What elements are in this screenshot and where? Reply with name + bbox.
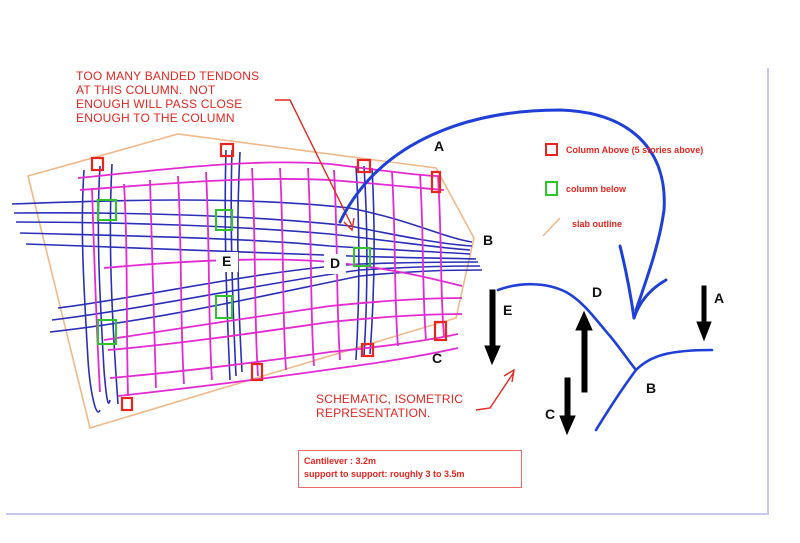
arrow-c-down bbox=[559, 377, 576, 436]
arrow-e-down bbox=[484, 289, 501, 366]
arrow-a-down bbox=[696, 285, 712, 342]
column-below-marker bbox=[97, 199, 117, 221]
column-above-marker bbox=[120, 396, 134, 412]
magenta-tendon bbox=[149, 179, 157, 389]
blue-tendon bbox=[11, 199, 473, 243]
tendon-note: TOO MANY BANDED TENDONS AT THIS COLUMN. … bbox=[76, 69, 260, 125]
column-above-marker bbox=[360, 342, 375, 358]
dimensions-box: Cantilever : 3.2m support to support: ro… bbox=[298, 450, 522, 488]
plan-label-c: C bbox=[432, 350, 443, 366]
magenta-tendon bbox=[391, 171, 399, 347]
columns-above bbox=[90, 142, 448, 412]
columns-below bbox=[97, 199, 371, 345]
magenta-tendon bbox=[123, 183, 129, 397]
column-above-marker bbox=[250, 362, 264, 382]
legend-slab-outline-swatch bbox=[542, 217, 561, 237]
column-below-marker bbox=[97, 319, 117, 345]
blue-tendon bbox=[15, 221, 471, 251]
schematic-curves bbox=[496, 282, 714, 432]
plan-label-a: A bbox=[434, 138, 445, 154]
blue-tendon bbox=[57, 261, 479, 309]
magenta-tendons-horizontal bbox=[77, 161, 463, 397]
legend-column-below-label: column below bbox=[566, 184, 627, 194]
note-pointer bbox=[275, 99, 355, 232]
blue-tendon bbox=[81, 169, 101, 413]
plan-label-b: B bbox=[483, 232, 494, 248]
magenta-tendon bbox=[109, 333, 459, 379]
blue-tendon bbox=[363, 165, 368, 357]
legend-column-above-label: Column Above (5 stories above) bbox=[566, 145, 704, 155]
blue-tendon bbox=[49, 269, 483, 333]
load-arrows bbox=[484, 285, 712, 436]
plan-label-d-bg bbox=[324, 254, 346, 274]
magenta-tendon bbox=[279, 167, 287, 371]
blue-tendon bbox=[237, 151, 243, 373]
magenta-tendon bbox=[307, 167, 315, 367]
magenta-tendon bbox=[419, 173, 427, 341]
column-above-marker bbox=[356, 158, 372, 174]
cantilever-text: Cantilever : 3.2m bbox=[304, 456, 377, 466]
column-below-marker bbox=[353, 247, 371, 267]
magenta-tendon bbox=[251, 167, 259, 377]
magenta-tendon bbox=[437, 175, 445, 337]
caption-pointer bbox=[475, 368, 515, 411]
column-above-marker bbox=[433, 320, 448, 342]
schematic-label-b: B bbox=[646, 380, 657, 396]
blue-tendon bbox=[19, 232, 471, 255]
schematic-caption: SCHEMATIC, ISOMETRIC REPRESENTATION. bbox=[316, 392, 464, 420]
blue-tendon bbox=[109, 163, 119, 405]
magenta-tendon bbox=[205, 171, 213, 381]
schematic-label-e: E bbox=[503, 302, 513, 318]
magenta-tendon bbox=[79, 178, 445, 191]
arrow-d-up bbox=[575, 310, 593, 393]
plan-label-e: E bbox=[222, 253, 232, 269]
schematic-label-d: D bbox=[592, 284, 603, 300]
magenta-tendon bbox=[117, 347, 459, 397]
column-below-marker bbox=[215, 209, 233, 231]
frame-border-right bbox=[767, 68, 769, 515]
legend-column-below-swatch bbox=[545, 181, 558, 196]
schematic-label-a: A bbox=[714, 290, 725, 306]
magenta-tendon bbox=[177, 175, 185, 385]
slab-outline bbox=[27, 133, 475, 430]
schematic-label-c: C bbox=[545, 406, 556, 422]
plan-label-d: D bbox=[330, 255, 341, 271]
frame-border-bottom bbox=[6, 513, 769, 515]
legend-slab-outline-label: slab outline bbox=[572, 219, 623, 229]
column-above-marker bbox=[219, 142, 235, 158]
blue-tendon bbox=[355, 165, 360, 361]
support-span-text: support to support: roughly 3 to 3.5m bbox=[304, 469, 465, 479]
column-below-marker bbox=[215, 295, 233, 319]
transform-arrow bbox=[338, 108, 668, 320]
column-above-marker bbox=[430, 170, 442, 194]
magenta-tendon bbox=[91, 187, 101, 393]
blue-tendon bbox=[51, 265, 481, 321]
blue-tendon bbox=[25, 243, 477, 260]
column-above-marker bbox=[90, 156, 105, 172]
magenta-tendon bbox=[77, 161, 441, 179]
legend-column-above-swatch bbox=[545, 143, 558, 156]
plan-label-e-bg bbox=[216, 252, 238, 272]
